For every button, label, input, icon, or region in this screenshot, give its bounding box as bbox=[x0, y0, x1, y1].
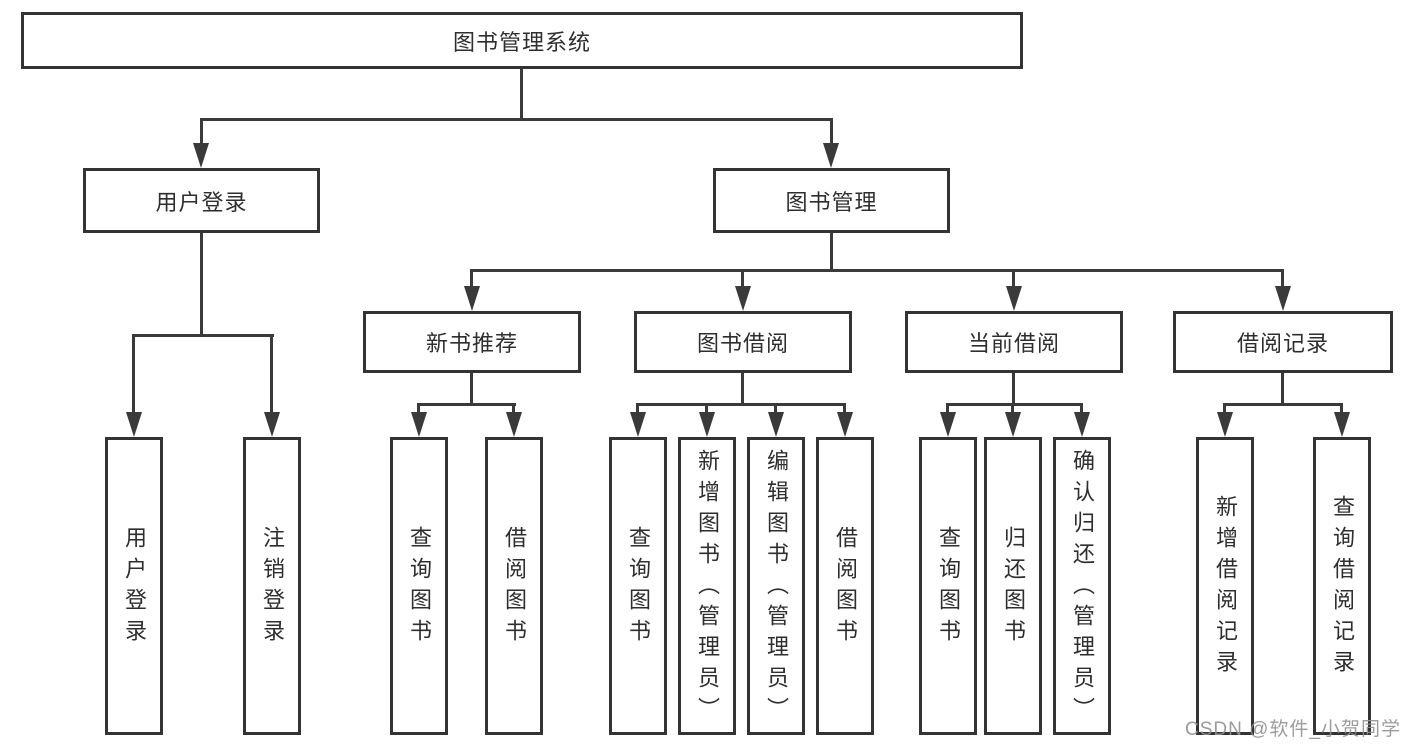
node-add-book-admin: 新增图书（管理员） bbox=[678, 437, 736, 735]
connector-line bbox=[417, 403, 516, 406]
connector-arrow-icon bbox=[735, 286, 751, 311]
connector-line bbox=[520, 69, 523, 120]
connector-arrow-icon bbox=[837, 412, 853, 437]
connector-line bbox=[1340, 403, 1343, 415]
node-borrow-books-leaf: 借阅图书 bbox=[816, 437, 874, 735]
connector-line bbox=[470, 269, 473, 289]
node-borrow-books-recommend: 借阅图书 bbox=[485, 437, 543, 735]
connector-line bbox=[200, 233, 203, 337]
connector-line bbox=[1223, 403, 1343, 406]
connector-line bbox=[1281, 373, 1284, 406]
node-label: 查询借阅记录 bbox=[1330, 495, 1355, 681]
node-label: 查询图书 bbox=[626, 526, 651, 650]
connector-arrow-icon bbox=[1074, 412, 1090, 437]
connector-arrow-icon bbox=[1005, 412, 1021, 437]
node-label: 新增借阅记录 bbox=[1213, 495, 1238, 681]
node-book-management: 图书管理 bbox=[713, 168, 950, 233]
node-return-book: 归还图书 bbox=[984, 437, 1042, 735]
connector-arrow-icon bbox=[506, 412, 522, 437]
connector-line bbox=[417, 403, 420, 415]
connector-arrow-icon bbox=[464, 286, 480, 311]
connector-arrow-icon bbox=[823, 143, 839, 168]
node-label: 借阅图书 bbox=[833, 526, 858, 650]
connector-line bbox=[774, 403, 777, 415]
node-query-books-borrow: 查询图书 bbox=[609, 437, 667, 735]
node-label: 查询图书 bbox=[936, 526, 961, 650]
node-add-borrow-record: 新增借阅记录 bbox=[1196, 437, 1254, 735]
connector-line bbox=[132, 334, 274, 337]
connector-arrow-icon bbox=[411, 412, 427, 437]
connector-line bbox=[132, 334, 135, 414]
node-query-books-current: 查询图书 bbox=[919, 437, 977, 735]
connector-line bbox=[705, 403, 708, 415]
node-label: 查询图书 bbox=[407, 526, 432, 650]
connector-line bbox=[843, 403, 846, 415]
node-label: 编辑图书（管理员） bbox=[764, 448, 789, 728]
node-label: 图书管理 bbox=[785, 189, 878, 215]
connector-line bbox=[1011, 403, 1014, 415]
connector-line bbox=[636, 403, 846, 406]
node-label: 图书管理系统 bbox=[452, 29, 591, 55]
node-query-borrow-record: 查询借阅记录 bbox=[1313, 437, 1371, 735]
connector-arrow-icon bbox=[940, 412, 956, 437]
connector-arrow-icon bbox=[264, 412, 280, 437]
connector-line bbox=[946, 403, 949, 415]
node-label: 图书借阅 bbox=[696, 331, 789, 356]
connector-arrow-icon bbox=[193, 143, 209, 168]
connector-line bbox=[830, 118, 833, 146]
connector-arrow-icon bbox=[699, 412, 715, 437]
connector-line bbox=[270, 334, 273, 414]
connector-line bbox=[636, 403, 639, 415]
node-label: 归还图书 bbox=[1001, 526, 1026, 650]
node-user-login: 用户登录 bbox=[83, 168, 320, 233]
connector-arrow-icon bbox=[1217, 412, 1233, 437]
node-label: 借阅图书 bbox=[502, 526, 527, 650]
connector-arrow-icon bbox=[768, 412, 784, 437]
connector-arrow-icon bbox=[630, 412, 646, 437]
node-label: 用户登录 bbox=[122, 526, 147, 650]
node-label: 新增图书（管理员） bbox=[695, 448, 720, 728]
node-book-borrow: 图书借阅 bbox=[634, 311, 852, 373]
node-label: 借阅记录 bbox=[1236, 331, 1329, 356]
node-borrow-records: 借阅记录 bbox=[1173, 311, 1393, 373]
connector-line bbox=[1281, 269, 1284, 289]
node-root: 图书管理系统 bbox=[21, 12, 1023, 69]
node-label: 当前借阅 bbox=[967, 331, 1060, 356]
node-label: 用户登录 bbox=[155, 189, 248, 215]
connector-line bbox=[830, 233, 833, 272]
connector-line bbox=[741, 373, 744, 406]
connector-line bbox=[200, 118, 833, 121]
connector-arrow-icon bbox=[1006, 286, 1022, 311]
connector-arrow-icon bbox=[1275, 286, 1291, 311]
connector-line bbox=[470, 373, 473, 406]
connector-line bbox=[200, 118, 203, 146]
connector-arrow-icon bbox=[126, 412, 142, 437]
node-edit-book-admin: 编辑图书（管理员） bbox=[747, 437, 805, 735]
node-confirm-return-admin: 确认归还（管理员） bbox=[1053, 437, 1111, 735]
node-query-books-recommend: 查询图书 bbox=[390, 437, 448, 735]
watermark: CSDN @软件_小贺同学 bbox=[1185, 719, 1401, 740]
node-current-borrow: 当前借阅 bbox=[905, 311, 1123, 373]
connector-line bbox=[512, 403, 515, 415]
node-label: 新书推荐 bbox=[425, 331, 518, 356]
connector-line bbox=[1080, 403, 1083, 415]
connector-line bbox=[741, 269, 744, 289]
connector-line bbox=[946, 403, 1083, 406]
node-logout-leaf: 注销登录 bbox=[243, 437, 301, 735]
connector-line bbox=[1012, 269, 1015, 289]
node-user-login-leaf: 用户登录 bbox=[105, 437, 163, 735]
connector-line bbox=[470, 269, 1284, 272]
node-label: 注销登录 bbox=[260, 526, 285, 650]
node-new-book-recommend: 新书推荐 bbox=[363, 311, 581, 373]
connector-line bbox=[1223, 403, 1226, 415]
connector-line bbox=[1012, 373, 1015, 406]
connector-arrow-icon bbox=[1334, 412, 1350, 437]
node-label: 确认归还（管理员） bbox=[1070, 448, 1095, 728]
